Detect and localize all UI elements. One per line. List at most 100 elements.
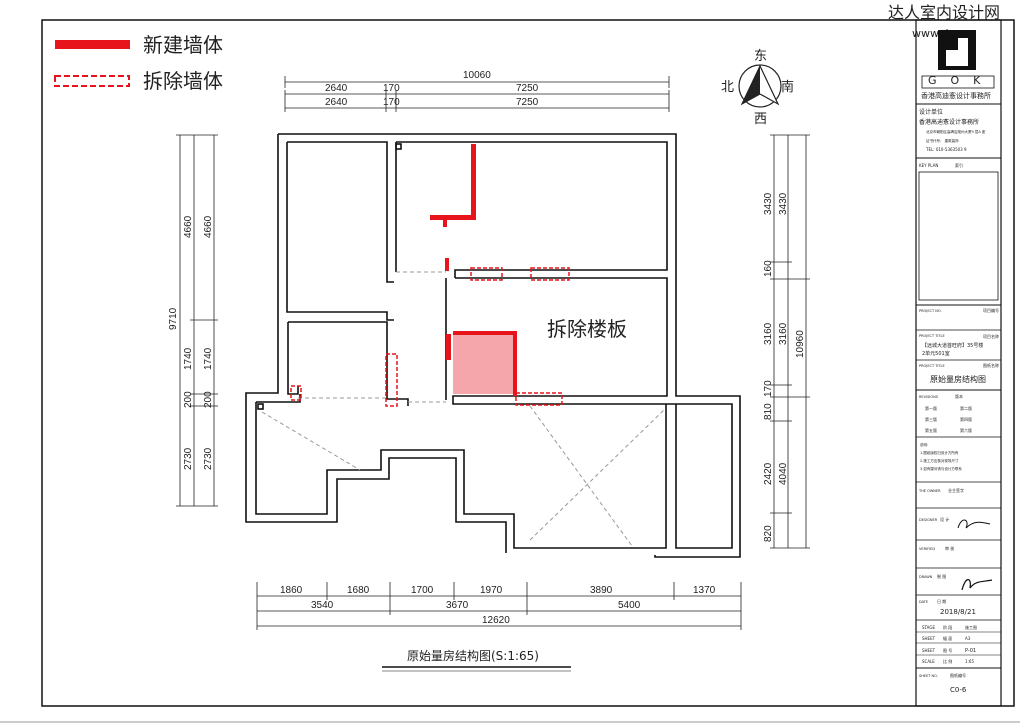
scale-label: SCALE [922,659,935,664]
revisions-label: REVISIONS [919,395,939,399]
verified-label: VERIFIED [919,547,935,551]
sheet-num-value: C0-6 [950,686,967,694]
dim-bot-r1-c: 1700 [411,585,434,596]
legend-demo-wall-swatch [54,75,130,87]
key-plan-cn: 索引 [955,162,963,168]
dim-bot-r2-a: 3540 [311,600,334,611]
watermark-text: 达人室内设计网 [888,3,1000,22]
right-dimensions [770,134,810,549]
scale-value: 1:65 [965,659,974,664]
dim-bot-r1-d: 1970 [480,585,503,596]
dim-bot-r1-a: 1860 [280,585,303,596]
designer-cn: 设 计 [940,516,949,522]
dim-bot-total: 12620 [482,615,510,626]
note-1: 1.图纸版权归设计方所有 [920,450,959,455]
drawn-signature-icon [961,579,993,591]
dim-right-d: 170 [763,380,774,397]
rev-1-1: 第一版 [925,405,937,411]
rev-2-1: 第三版 [925,416,937,422]
pillar-marker [395,143,402,150]
designer-label: DESIGNER [919,518,938,522]
sheet-num-cn: 图纸编号 [950,672,966,678]
new-wall-slab-right [513,331,517,396]
sheet-no-label: SHEET [922,648,936,653]
project-line1: 【远城大道首旺府】35号楼 [922,342,983,349]
stage-cn: 阶 段 [943,624,952,630]
dim-left-a: 4660 [183,215,194,238]
room-bottom-inner [255,402,667,549]
drawn-cn: 制 图 [937,573,946,579]
design-unit: 香港高迪愙设计事務所 [919,118,979,126]
bottom-dimensions [256,582,742,630]
sheet-cn: 幅 面 [943,635,952,641]
rev-1-2: 第二版 [960,405,972,411]
room-tl-wall [287,141,394,283]
demolished-walls [290,267,570,407]
scale-cn: 比 例 [943,658,952,664]
owner-label: THE OWNER [918,489,941,493]
revisions-cn: 版本 [955,393,963,399]
sheet-no-value: P-01 [965,648,976,654]
date-value: 2018/8/21 [940,608,976,616]
dim-left-c2: 200 [203,391,214,408]
drawing-title-cn: 图纸名称 [983,362,999,368]
certificate: 证书代号： 建筑装饰 [926,138,959,143]
key-plan-label: KEY PLAN [919,163,938,168]
date-label: DATE [919,600,928,604]
new-wall-vertical [471,144,476,220]
floor-plan [245,133,741,558]
new-walls [430,144,517,396]
rev-2-2: 第四版 [960,416,972,422]
stage-value: 施工图 [965,624,977,630]
room-tr-wall [396,141,668,278]
new-wall-post [445,258,449,271]
sheet-num-label: SHEET NO. [919,674,938,678]
compass-east: 东 [754,49,767,64]
outer-wall-top-right [278,133,741,558]
project-no-cn: 项目编号 [983,307,999,313]
legend-new-wall-swatch [55,40,130,49]
openings [261,271,665,547]
sheet-value: A3 [965,636,971,641]
dim-right-c: 3160 [763,322,774,345]
logo-letters: GOK [928,74,994,87]
dim-right-a: 3430 [763,192,774,215]
project-no-label: PROJECT NO. [919,309,942,313]
demolish-slab-area [453,335,513,394]
note-3: 3.如有疑问请与设计方联系 [920,466,962,471]
designer-signature-icon [957,519,991,529]
dim-bot-r2-b: 3670 [446,600,469,611]
legend-new-wall-label: 新建墙体 [143,33,223,57]
project-title-cn: 项目名称 [983,333,999,339]
design-unit-label: 设计单位 [919,108,943,116]
rev-3-2: 第六版 [960,427,972,433]
drawing-title-label: PROJECT TITLE [919,364,945,368]
dim-bot-r2-c: 5400 [618,600,641,611]
sheet-border [41,19,1015,707]
dim-right-g: 820 [763,525,774,542]
title-block: GOK 香港高迪愙设计事務所 设计单位 香港高迪愙设计事務所 北京市朝阳区高碑店… [915,19,1002,707]
new-wall-slab-left [446,334,451,360]
stage-label: STAGE [922,625,935,630]
legend-demo-wall-label: 拆除墙体 [143,69,223,93]
dim-left-d2: 2730 [203,447,214,470]
room-mr-wall [452,277,676,405]
dim-top-r2-a: 2640 [325,97,348,108]
dim-top-r2-b: 170 [383,97,400,108]
project-line2: 2单元501室 [922,350,950,357]
plan-title: 原始量房结构图(S:1:65) [407,648,539,663]
dim-right-b-a: 3430 [778,192,789,215]
rev-3-1: 第五版 [925,427,937,433]
owner-cn: 业主签字 [948,487,964,493]
dim-right-b-b: 3160 [778,322,789,345]
dim-left-c: 200 [183,391,194,408]
dim-top-r2-c: 7250 [516,97,539,108]
sheet-no-cn: 图 号 [943,647,952,653]
date-cn: 日 期 [937,598,946,604]
compass-west: 西 [754,112,767,127]
sheet-label: SHEET [922,636,936,641]
pillar-marker-2 [257,403,264,410]
note-0: 说明： [920,442,931,447]
